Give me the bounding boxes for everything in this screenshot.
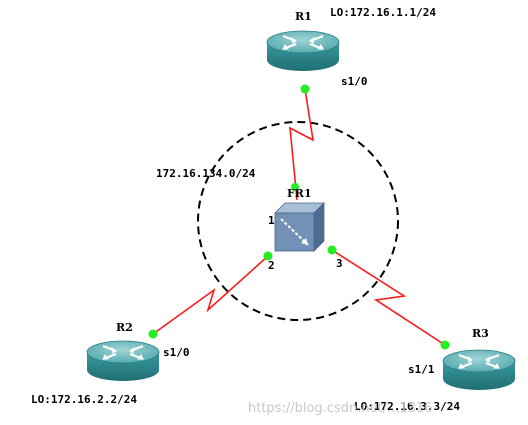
link-r1-fr1[interactable]	[289, 88, 315, 201]
router-r3-name: R3	[472, 327, 489, 340]
port-dot-r3[interactable]	[440, 340, 450, 350]
router-r3-loopback: LO:172.16.3.3/24	[354, 400, 460, 413]
port-dot-fr1-2[interactable]	[263, 251, 273, 261]
router-r3-icon[interactable]	[441, 348, 517, 392]
port-dot-r2[interactable]	[148, 329, 158, 339]
router-r1-loopback: LO:172.16.1.1/24	[330, 6, 436, 19]
router-r1-interface: s1/0	[341, 75, 368, 88]
router-r2-interface: s1/0	[163, 346, 190, 359]
switch-port-1: 1	[268, 214, 275, 227]
switch-port-3: 3	[336, 257, 343, 270]
frame-relay-cloud	[197, 121, 399, 321]
router-r2-name: R2	[116, 321, 133, 334]
network-label: 172.16.134.0/24	[156, 167, 256, 180]
switch-name: FR1	[287, 187, 312, 200]
link-r2-fr1[interactable]	[152, 255, 269, 335]
switch-port-2: 2	[268, 259, 275, 272]
router-r1-name: R1	[295, 10, 312, 23]
port-dot-fr1-1[interactable]	[291, 183, 299, 191]
port-dot-fr1-3[interactable]	[327, 245, 337, 255]
frame-relay-switch-icon[interactable]	[274, 202, 325, 252]
port-dot-r1[interactable]	[300, 84, 310, 94]
router-r3-interface: s1/1	[408, 363, 435, 376]
link-r3-fr1[interactable]	[331, 249, 446, 346]
router-r2-icon[interactable]	[85, 339, 161, 383]
router-r2-loopback: LO:172.16.2.2/24	[31, 393, 137, 406]
router-r1-icon[interactable]	[265, 29, 341, 73]
watermark-text: https://blog.csdn.net/...1316	[248, 401, 433, 416]
